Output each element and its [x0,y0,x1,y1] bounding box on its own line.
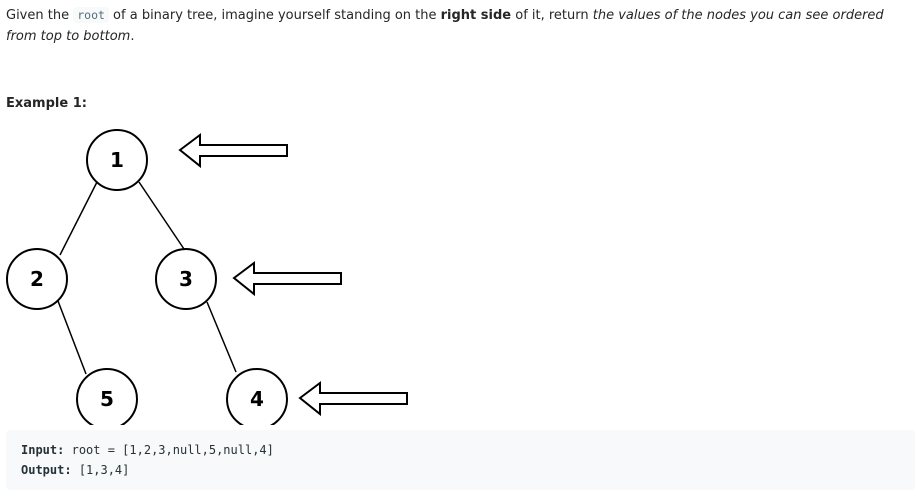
tree-edge [57,300,87,375]
bold-right-side: right side [440,8,512,23]
description-text: of a binary tree, imagine yourself stand… [108,8,441,23]
output-value: [1,3,4] [78,463,130,477]
tree-edge [206,301,237,373]
tree-node-1: 1 [86,129,148,191]
tree-edge [59,181,98,256]
binary-tree-diagram: 1 2 3 5 4 [6,129,408,425]
left-arrow-icon [232,261,342,297]
output-line: Output: [1,3,4] [21,460,915,480]
tree-node-2: 2 [6,248,68,310]
tree-node-4: 4 [226,368,288,425]
node-label: 2 [30,267,44,291]
tree-node-5: 5 [76,368,138,425]
tree-node-3: 3 [155,248,217,310]
italic-result: the values of the nodes you can see orde… [6,8,884,44]
output-label: Output: [21,463,72,477]
example-title: Example 1: [6,96,87,111]
tree-edge [138,181,185,250]
node-label: 3 [179,267,193,291]
input-label: Input: [21,443,65,457]
left-arrow-icon [298,381,408,417]
node-label: 4 [250,387,264,411]
inline-code-root: root [73,7,109,23]
description-text: of it, return [511,8,593,23]
node-label: 1 [110,148,124,172]
description-text: . [130,29,135,44]
example-code-block: Input: root = [1,2,3,null,5,null,4] Outp… [6,430,915,490]
node-label: 5 [100,387,114,411]
input-value: root = [1,2,3,null,5,null,4] [71,443,274,457]
left-arrow-icon [178,133,288,169]
input-line: Input: root = [1,2,3,null,5,null,4] [21,440,915,460]
description-text: Given the [6,8,74,23]
problem-description: Given the root of a binary tree, imagine… [6,5,911,47]
